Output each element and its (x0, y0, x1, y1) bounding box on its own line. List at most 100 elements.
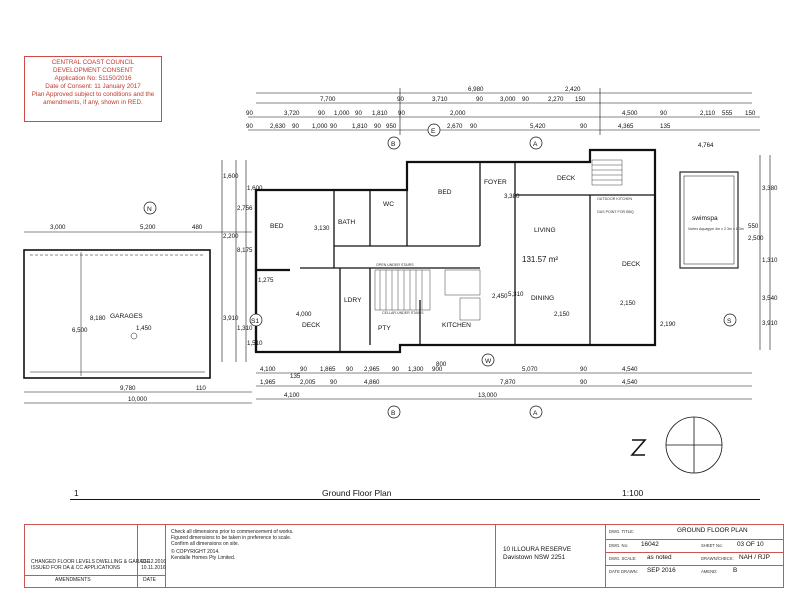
dim: 3,000 (500, 96, 516, 103)
council-consent-stamp: CENTRAL COAST COUNCIL DEVELOPMENT CONSEN… (24, 56, 162, 122)
marker-a-bottom: A (533, 410, 538, 417)
dim: 6,980 (468, 86, 484, 93)
dim: 1,810 (372, 110, 388, 117)
dim: 3,910 (223, 315, 239, 322)
room-dining: DINING (531, 295, 554, 302)
dim: 90 (397, 96, 404, 103)
dim: 90 (330, 379, 337, 386)
note-line: Figured dimensions to be taken in prefer… (171, 535, 292, 541)
stamp-line: amendments, if any, shown in RED. (43, 99, 143, 106)
dim: 3,000 (50, 224, 66, 231)
dim: 2,005 (300, 379, 316, 386)
swim-spa-label: swimspa (692, 215, 718, 222)
dim: 2,500 (748, 235, 764, 242)
dim: 135 (290, 373, 301, 380)
dim: 4,540 (622, 366, 638, 373)
room-ldry: LDRY (344, 297, 362, 304)
date-drawn: SEP 2016 (647, 567, 676, 574)
dwg-title-label: DWG. TITLE: (609, 529, 635, 534)
room-garages: GARAGES (110, 313, 143, 320)
dim: 4,100 (260, 366, 276, 373)
dim: 1,865 (320, 366, 336, 373)
stamp-line: CENTRAL COAST COUNCIL (51, 59, 135, 66)
dim: 8,180 (90, 315, 106, 322)
dim: 10,000 (128, 396, 147, 403)
dim: 4,540 (622, 379, 638, 386)
cellar-under-stairs: CELLAR UNDER STAIRS (382, 311, 424, 315)
room-wc: WC (383, 201, 394, 208)
dim: 5,200 (140, 224, 156, 231)
dining-level: 2,150 (554, 311, 570, 318)
dim: 90 (476, 96, 483, 103)
dim: 480 (192, 224, 203, 231)
plan-number: 1 (74, 488, 79, 498)
marker-s1: S1 (251, 318, 259, 325)
dim: 90 (470, 123, 477, 130)
dwg-no: 16042 (641, 541, 659, 548)
amendment-2-date: 10.11.2016 (141, 565, 166, 571)
plan-caption: 1 Ground Floor Plan 1:100 (70, 488, 760, 500)
room-pty: PTY (378, 325, 391, 332)
dim: 9,780 (120, 385, 136, 392)
room-foyer: FOYER (484, 179, 507, 186)
dim: 90 (392, 366, 399, 373)
dim: 90 (330, 123, 337, 130)
stamp-line: Date of Consent: 11 January 2017 (45, 83, 141, 90)
dim: 90 (346, 366, 353, 373)
copyright-line: © COPYRIGHT 2014. (171, 549, 220, 555)
room-outdoor-kitchen: OUTDOOR KITCHEN (597, 197, 633, 201)
dim: 2,200 (223, 233, 239, 240)
dwg-title: GROUND FLOOR PLAN (677, 527, 748, 534)
drawn-check-label: DRAWN/CHECK: (701, 556, 734, 561)
dim: 1,000 (312, 123, 328, 130)
dim: 7,870 (500, 379, 516, 386)
scale-label: DWG. SCALE: (609, 556, 637, 561)
dim: 5,420 (530, 123, 546, 130)
top-dimensions: 6,980 2,420 7,700 90 3,710 90 3,000 90 2… (246, 86, 756, 149)
bottom-dimensions: 4,100 90 1,865 90 2,965 90 1,300 900 5,0… (260, 361, 638, 399)
dim: 2,110 (700, 110, 716, 117)
marker-b-top: B (391, 141, 396, 148)
sheet-no: 03 OF 10 (737, 541, 764, 548)
title-block: CHANGED FLOOR LEVELS DWELLING & GARAGE 2… (24, 524, 784, 588)
dim: 950 (386, 123, 397, 130)
room-kitchen: KITCHEN (442, 322, 471, 329)
floor-area: 131.57 m² (522, 255, 558, 264)
dim: 1,600 (247, 185, 263, 192)
garage-dimensions: 3,000 5,200 480 6,500 8,180 9,780 110 10… (50, 224, 274, 403)
dim: 90 (398, 110, 405, 117)
garages-level: 1,450 (136, 325, 152, 332)
marker-east: E (431, 128, 436, 135)
sheet-no-label: SHEET No: (701, 543, 723, 548)
dim: 90 (374, 123, 381, 130)
company-line: Kendalle Homes Pty Limited. (171, 555, 236, 561)
dim: 1,510 (247, 340, 263, 347)
dim: 90 (300, 366, 307, 373)
dim: 3,130 (314, 225, 330, 232)
dim: 5,310 (508, 291, 524, 298)
dim: 90 (580, 366, 587, 373)
dim: 6,500 (72, 327, 88, 334)
dim: 1,310 (237, 325, 253, 332)
dim: 1,810 (352, 123, 368, 130)
dim: 4,000 (296, 311, 312, 318)
marker-north: N (147, 206, 152, 213)
dim: 4,500 (622, 110, 638, 117)
dim: 150 (745, 110, 756, 117)
plan-title: Ground Floor Plan (322, 488, 392, 498)
dim: 90 (522, 96, 529, 103)
dim: 3,720 (284, 110, 300, 117)
floor-plan-drawing: B E A B A N W S S1 BED BATH WC BED FOYER… (23, 86, 778, 474)
room-bed-1: BED (270, 223, 284, 230)
dim: 2,756 (237, 205, 253, 212)
dim: 3,910 (762, 320, 778, 327)
dim: 5,070 (522, 366, 538, 373)
dim: 135 (660, 123, 671, 130)
dim: 110 (196, 385, 206, 392)
dim: 90 (318, 110, 325, 117)
dim: 2,670 (447, 123, 463, 130)
dim: 2,965 (364, 366, 380, 373)
dim: 3,380 (762, 185, 778, 192)
dim: 150 (575, 96, 586, 103)
dim: 4,100 (284, 392, 300, 399)
